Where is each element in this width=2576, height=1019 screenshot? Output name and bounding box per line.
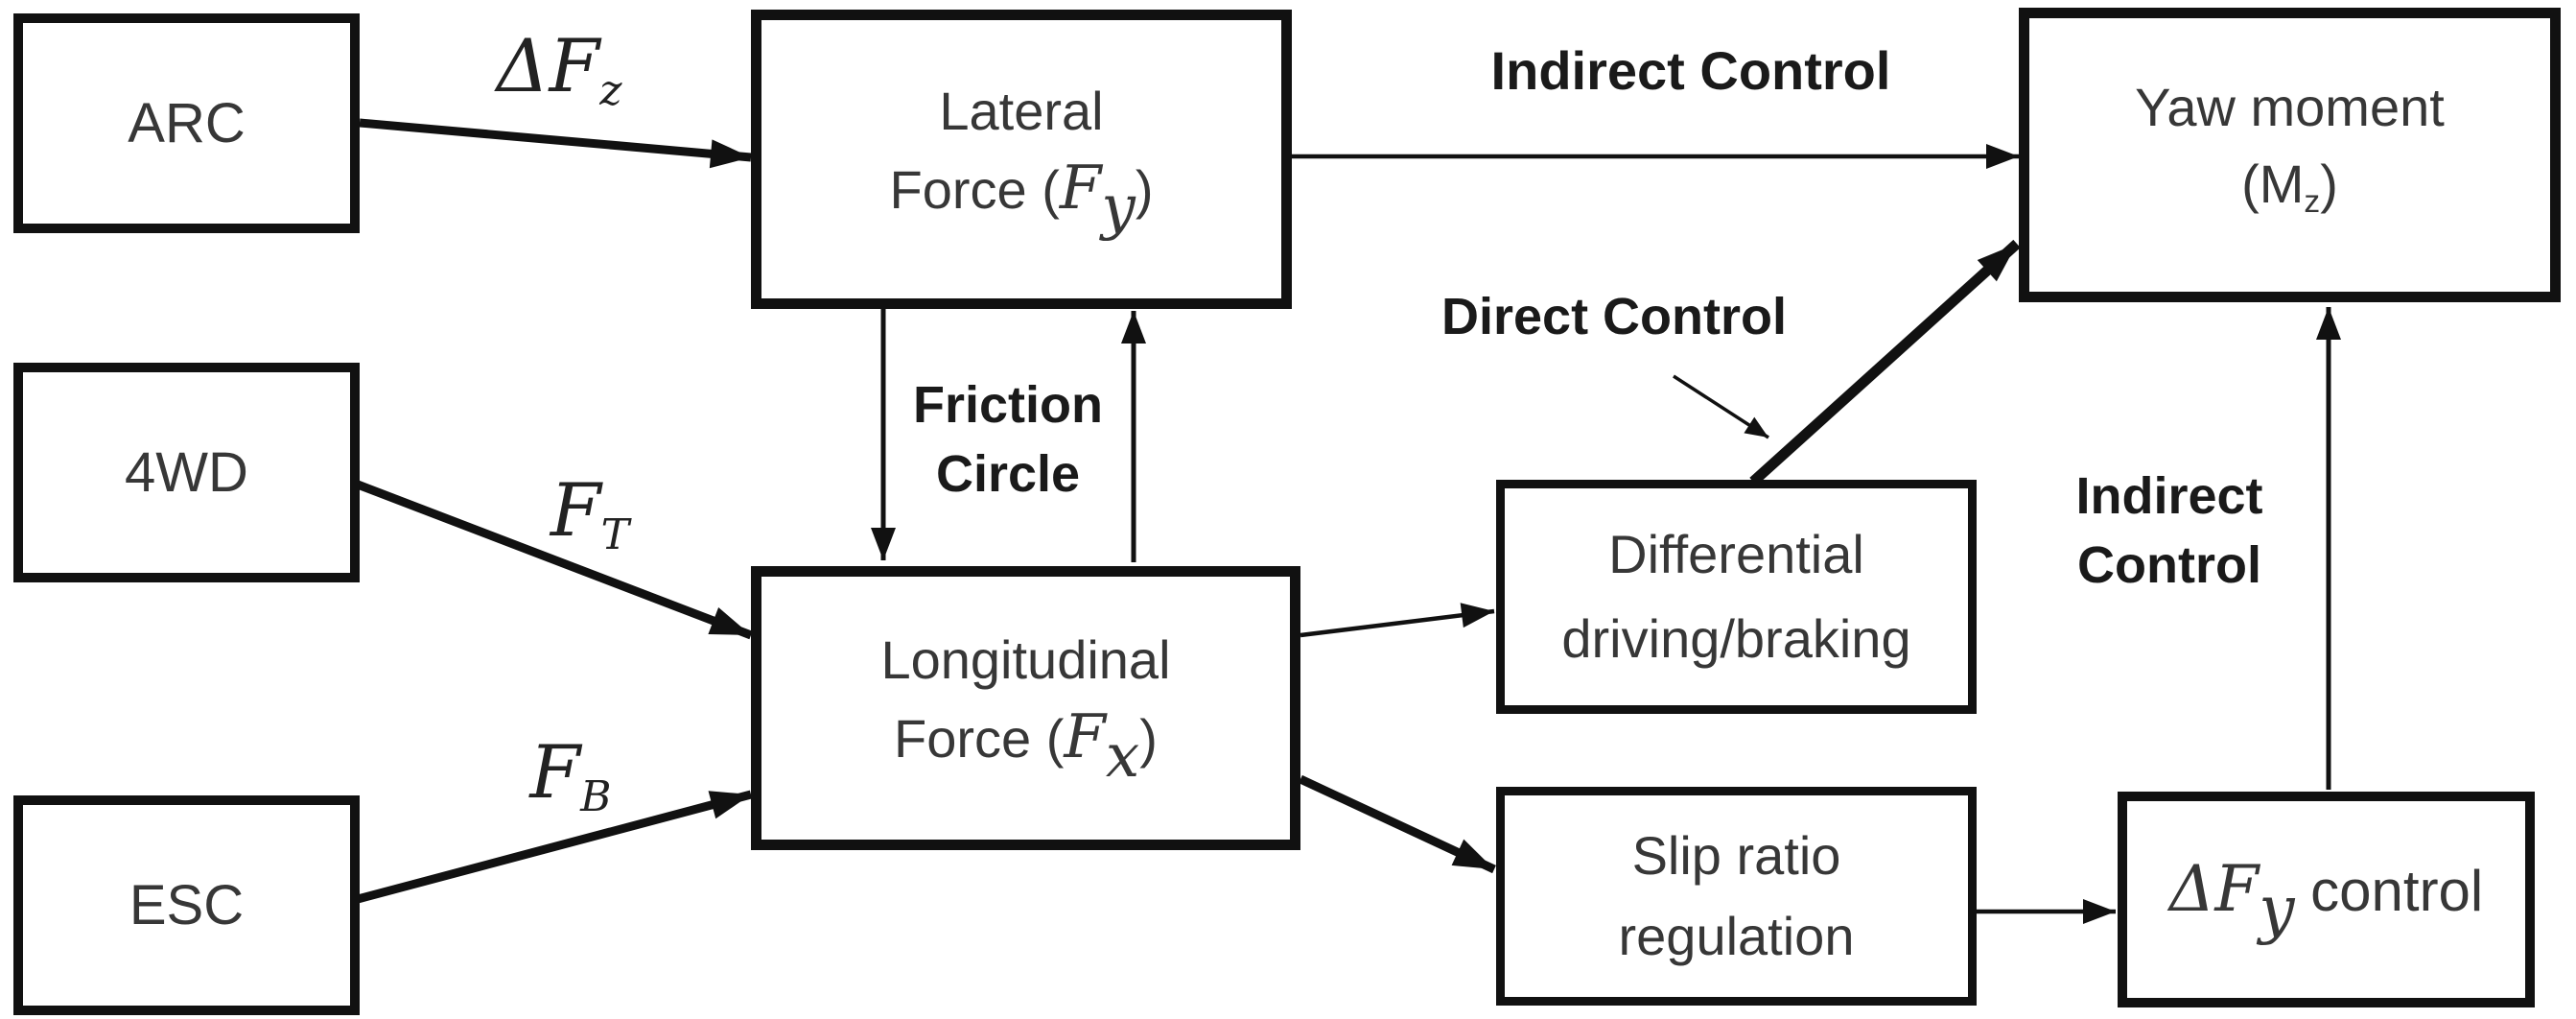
delta-fy-symbol: F (2214, 851, 2260, 926)
node-arc-label: ARC (128, 91, 246, 154)
edge-label-fb: FB (529, 728, 612, 822)
edge-label-delta-fz: ΔFz (496, 22, 622, 116)
dfy-control-text: control (2294, 858, 2484, 923)
delta-fy-subscript: y (2259, 872, 2295, 947)
node-longitudinal-force: Longitudinal Force (Fx) (751, 566, 1300, 850)
node-longitudinal-force-line2: Force (Fx) (894, 700, 1158, 792)
arrow-longitudinal-to-slip-ratio (1299, 774, 1496, 874)
mz-symbol: M (2259, 153, 2305, 214)
arrow-arc-to-lateral-force (359, 118, 752, 169)
edge-label-indirect-control-right: Indirect Control (2075, 467, 2263, 594)
arrow-esc-to-longitudinal-force (356, 790, 753, 904)
fy-subscript: y (1101, 172, 1136, 243)
node-differential-line2: driving/braking (1561, 608, 1911, 669)
node-lateral-force-line1: Lateral (939, 80, 1104, 141)
node-slip-ratio-regulation: Slip ratio regulation (1496, 787, 1977, 1006)
node-arc: ARC (13, 13, 360, 233)
node-differential-driving-braking: Differential driving/braking (1496, 480, 1977, 714)
node-slip-ratio-line2: regulation (1618, 906, 1855, 966)
node-esc: ESC (13, 795, 360, 1015)
arrow-4wd-to-longitudinal-force (356, 480, 753, 640)
node-yaw-moment-line1: Yaw moment (2135, 76, 2445, 137)
node-lateral-force: Lateral Force (Fy) (751, 10, 1292, 309)
arrow-direct-control-annotation (1673, 374, 1769, 439)
node-yaw-moment: Yaw moment (Mz) (2019, 8, 2561, 302)
node-slip-ratio-line1: Slip ratio (1631, 825, 1841, 886)
arrow-differential-to-yaw-direct (1749, 239, 2021, 486)
fx-symbol: F (1064, 700, 1106, 771)
edge-label-direct-control: Direct Control (1440, 288, 1788, 345)
mz-subscript: z (2304, 184, 2321, 221)
node-differential-line1: Differential (1608, 524, 1864, 584)
fx-subscript: x (1105, 721, 1140, 792)
arrow-longitudinal-to-differential (1300, 603, 1495, 638)
fy-symbol: F (1059, 152, 1102, 223)
node-longitudinal-force-line1: Longitudinal (880, 628, 1171, 690)
node-esc-label: ESC (129, 873, 245, 936)
node-lateral-force-line2: Force (Fy) (889, 152, 1154, 243)
node-yaw-moment-line2: (Mz) (2241, 153, 2338, 221)
node-dfy-control-label: ΔFy control (2169, 851, 2484, 948)
node-dfy-control: ΔFy control (2118, 792, 2535, 1007)
edge-label-indirect-control-top: Indirect Control (1490, 40, 1891, 101)
node-4wd: 4WD (13, 363, 360, 582)
edge-label-ft: FT (550, 466, 630, 560)
delta-fy-delta: Δ (2168, 851, 2215, 926)
node-4wd-label: 4WD (125, 440, 248, 504)
edge-label-friction-circle: Friction Circle (913, 376, 1103, 503)
